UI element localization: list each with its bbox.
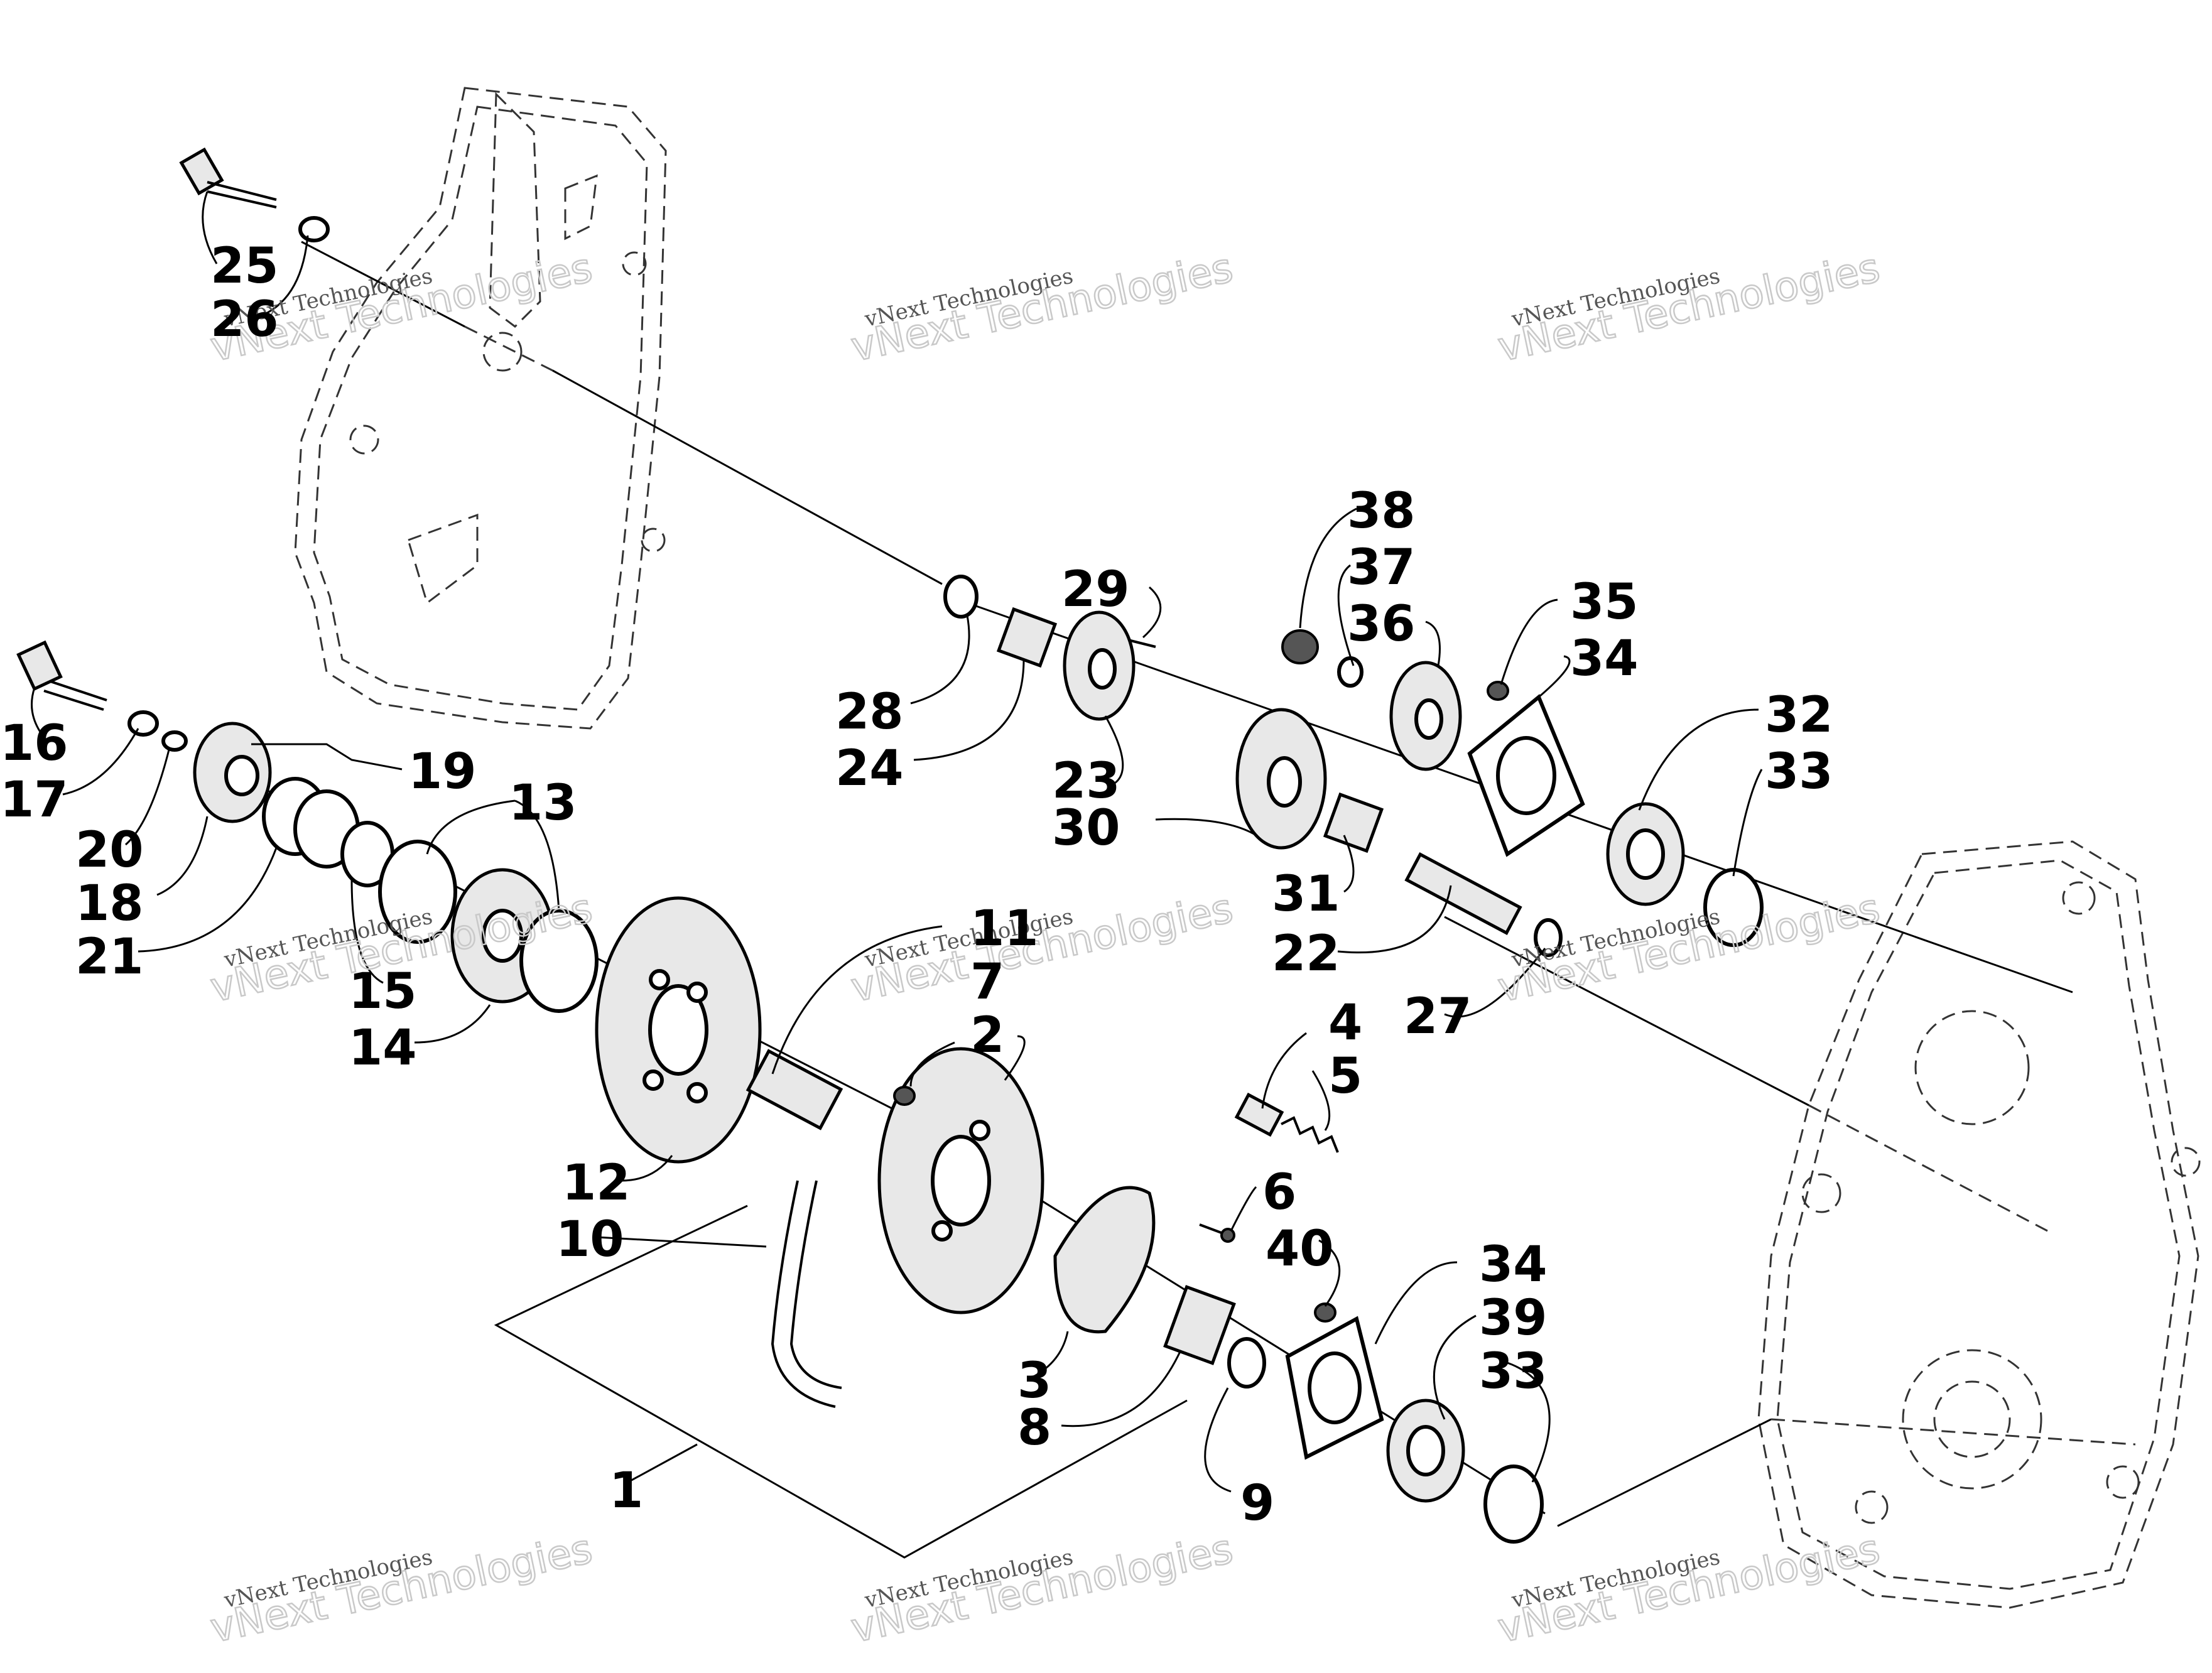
splined-hub-11 xyxy=(745,1049,843,1130)
plate-34-lower xyxy=(1285,1316,1384,1460)
callout-26: 26 xyxy=(210,291,279,348)
callout-9: 9 xyxy=(1240,1475,1274,1532)
bearing-8 xyxy=(1163,1285,1236,1365)
callout-labels: 25 26 16 17 19 20 18 21 13 15 14 12 11 7… xyxy=(0,238,1833,1532)
watermark: vNext Technologies vNext Technologies xyxy=(847,1525,1238,1653)
callout-10: 10 xyxy=(556,1211,624,1268)
callout-4: 4 xyxy=(1328,995,1362,1051)
housing-case-bottom-right xyxy=(1757,840,2201,1609)
bearing-32 xyxy=(1606,802,1685,906)
chain-10 xyxy=(771,1180,842,1408)
screw-6 xyxy=(1199,1223,1235,1243)
gear-23 xyxy=(1063,610,1136,721)
lock-washer-20 xyxy=(161,730,188,752)
callout-11: 11 xyxy=(970,901,1039,957)
bushing-24 xyxy=(996,607,1058,668)
spring-5 xyxy=(1281,1116,1339,1153)
watermark: vNext Technologies vNext Technologies xyxy=(847,885,1238,1012)
callout-5: 5 xyxy=(1328,1048,1362,1105)
cap-18 xyxy=(193,722,272,823)
callout-32: 32 xyxy=(1765,687,1833,744)
bushing-31 xyxy=(1323,792,1384,853)
washer-37 xyxy=(1337,656,1364,688)
callout-35: 35 xyxy=(1570,574,1639,631)
bolt-16 xyxy=(16,640,107,711)
snap-ring-33-lower xyxy=(1483,1465,1544,1544)
nut-7 xyxy=(893,1086,916,1106)
washer-17 xyxy=(127,710,159,737)
watermark: vNext Technologies vNext Technologies xyxy=(1494,1525,1885,1653)
bearing-39 xyxy=(1386,1399,1465,1503)
callout-22: 22 xyxy=(1272,926,1340,982)
watermark: vNext Technologies vNext Technologies xyxy=(1494,885,1885,1012)
shim-13-a xyxy=(378,840,457,944)
callout-13: 13 xyxy=(509,775,577,831)
callout-29: 29 xyxy=(1061,561,1130,618)
callout-6: 6 xyxy=(1262,1164,1296,1221)
pin-29 xyxy=(1130,639,1156,648)
snap-ring-33-upper xyxy=(1703,868,1764,947)
shaft-22 xyxy=(1404,852,1522,935)
callout-23: 23 xyxy=(1052,753,1120,809)
nut-38 xyxy=(1281,629,1319,664)
callout-34: 34 xyxy=(1570,631,1639,687)
gear-36 xyxy=(1389,661,1462,771)
nut-40 xyxy=(1314,1302,1336,1323)
washer-26 xyxy=(298,216,330,242)
callout-33: 33 xyxy=(1479,1343,1548,1400)
callout-21: 21 xyxy=(75,929,144,985)
leader-lines xyxy=(31,191,1763,1559)
gear-2 xyxy=(877,1047,1044,1314)
nut-35 xyxy=(1487,681,1509,701)
callout-28: 28 xyxy=(835,684,904,740)
watermark: vNext Technologies vNext Technologies xyxy=(1494,244,1885,372)
callout-1: 1 xyxy=(609,1463,643,1519)
watermark: vNext Technologies vNext Technologies xyxy=(206,1525,597,1653)
pin-4 xyxy=(1234,1092,1284,1137)
callout-17: 17 xyxy=(0,772,68,828)
callout-14: 14 xyxy=(349,1020,417,1076)
bolt-25 xyxy=(179,147,277,208)
washer-9 xyxy=(1227,1337,1266,1389)
callout-2: 2 xyxy=(970,1007,1004,1064)
callout-34: 34 xyxy=(1479,1237,1548,1293)
callout-15: 15 xyxy=(349,963,417,1020)
callout-40: 40 xyxy=(1266,1221,1334,1277)
callout-24: 24 xyxy=(835,740,904,797)
callout-38: 38 xyxy=(1347,483,1416,539)
watermark-group: vNext Technologies vNext Technologies vN… xyxy=(206,244,1885,1653)
callout-37: 37 xyxy=(1347,539,1416,596)
callout-39: 39 xyxy=(1479,1290,1548,1346)
tensioner-3 xyxy=(1053,1186,1156,1334)
gear-30 xyxy=(1235,708,1327,850)
callout-8: 8 xyxy=(1017,1400,1051,1456)
housing-cover-top xyxy=(294,87,667,730)
sprocket-12 xyxy=(595,896,762,1164)
callout-20: 20 xyxy=(75,822,144,879)
callout-25: 25 xyxy=(210,238,279,295)
callout-19: 19 xyxy=(408,744,477,800)
plate-34-upper xyxy=(1467,694,1585,857)
callout-7: 7 xyxy=(970,954,1004,1010)
washer-28 xyxy=(943,575,979,619)
watermark: vNext Technologies vNext Technologies xyxy=(847,244,1238,372)
callout-3: 3 xyxy=(1017,1353,1051,1409)
callout-12: 12 xyxy=(562,1155,631,1211)
callout-18: 18 xyxy=(75,875,144,932)
callout-33: 33 xyxy=(1765,744,1833,800)
callout-16: 16 xyxy=(0,715,68,772)
callout-30: 30 xyxy=(1052,800,1120,857)
callout-31: 31 xyxy=(1272,866,1340,923)
callout-36: 36 xyxy=(1347,596,1416,652)
washer-27 xyxy=(1534,918,1563,957)
callout-27: 27 xyxy=(1404,988,1472,1045)
